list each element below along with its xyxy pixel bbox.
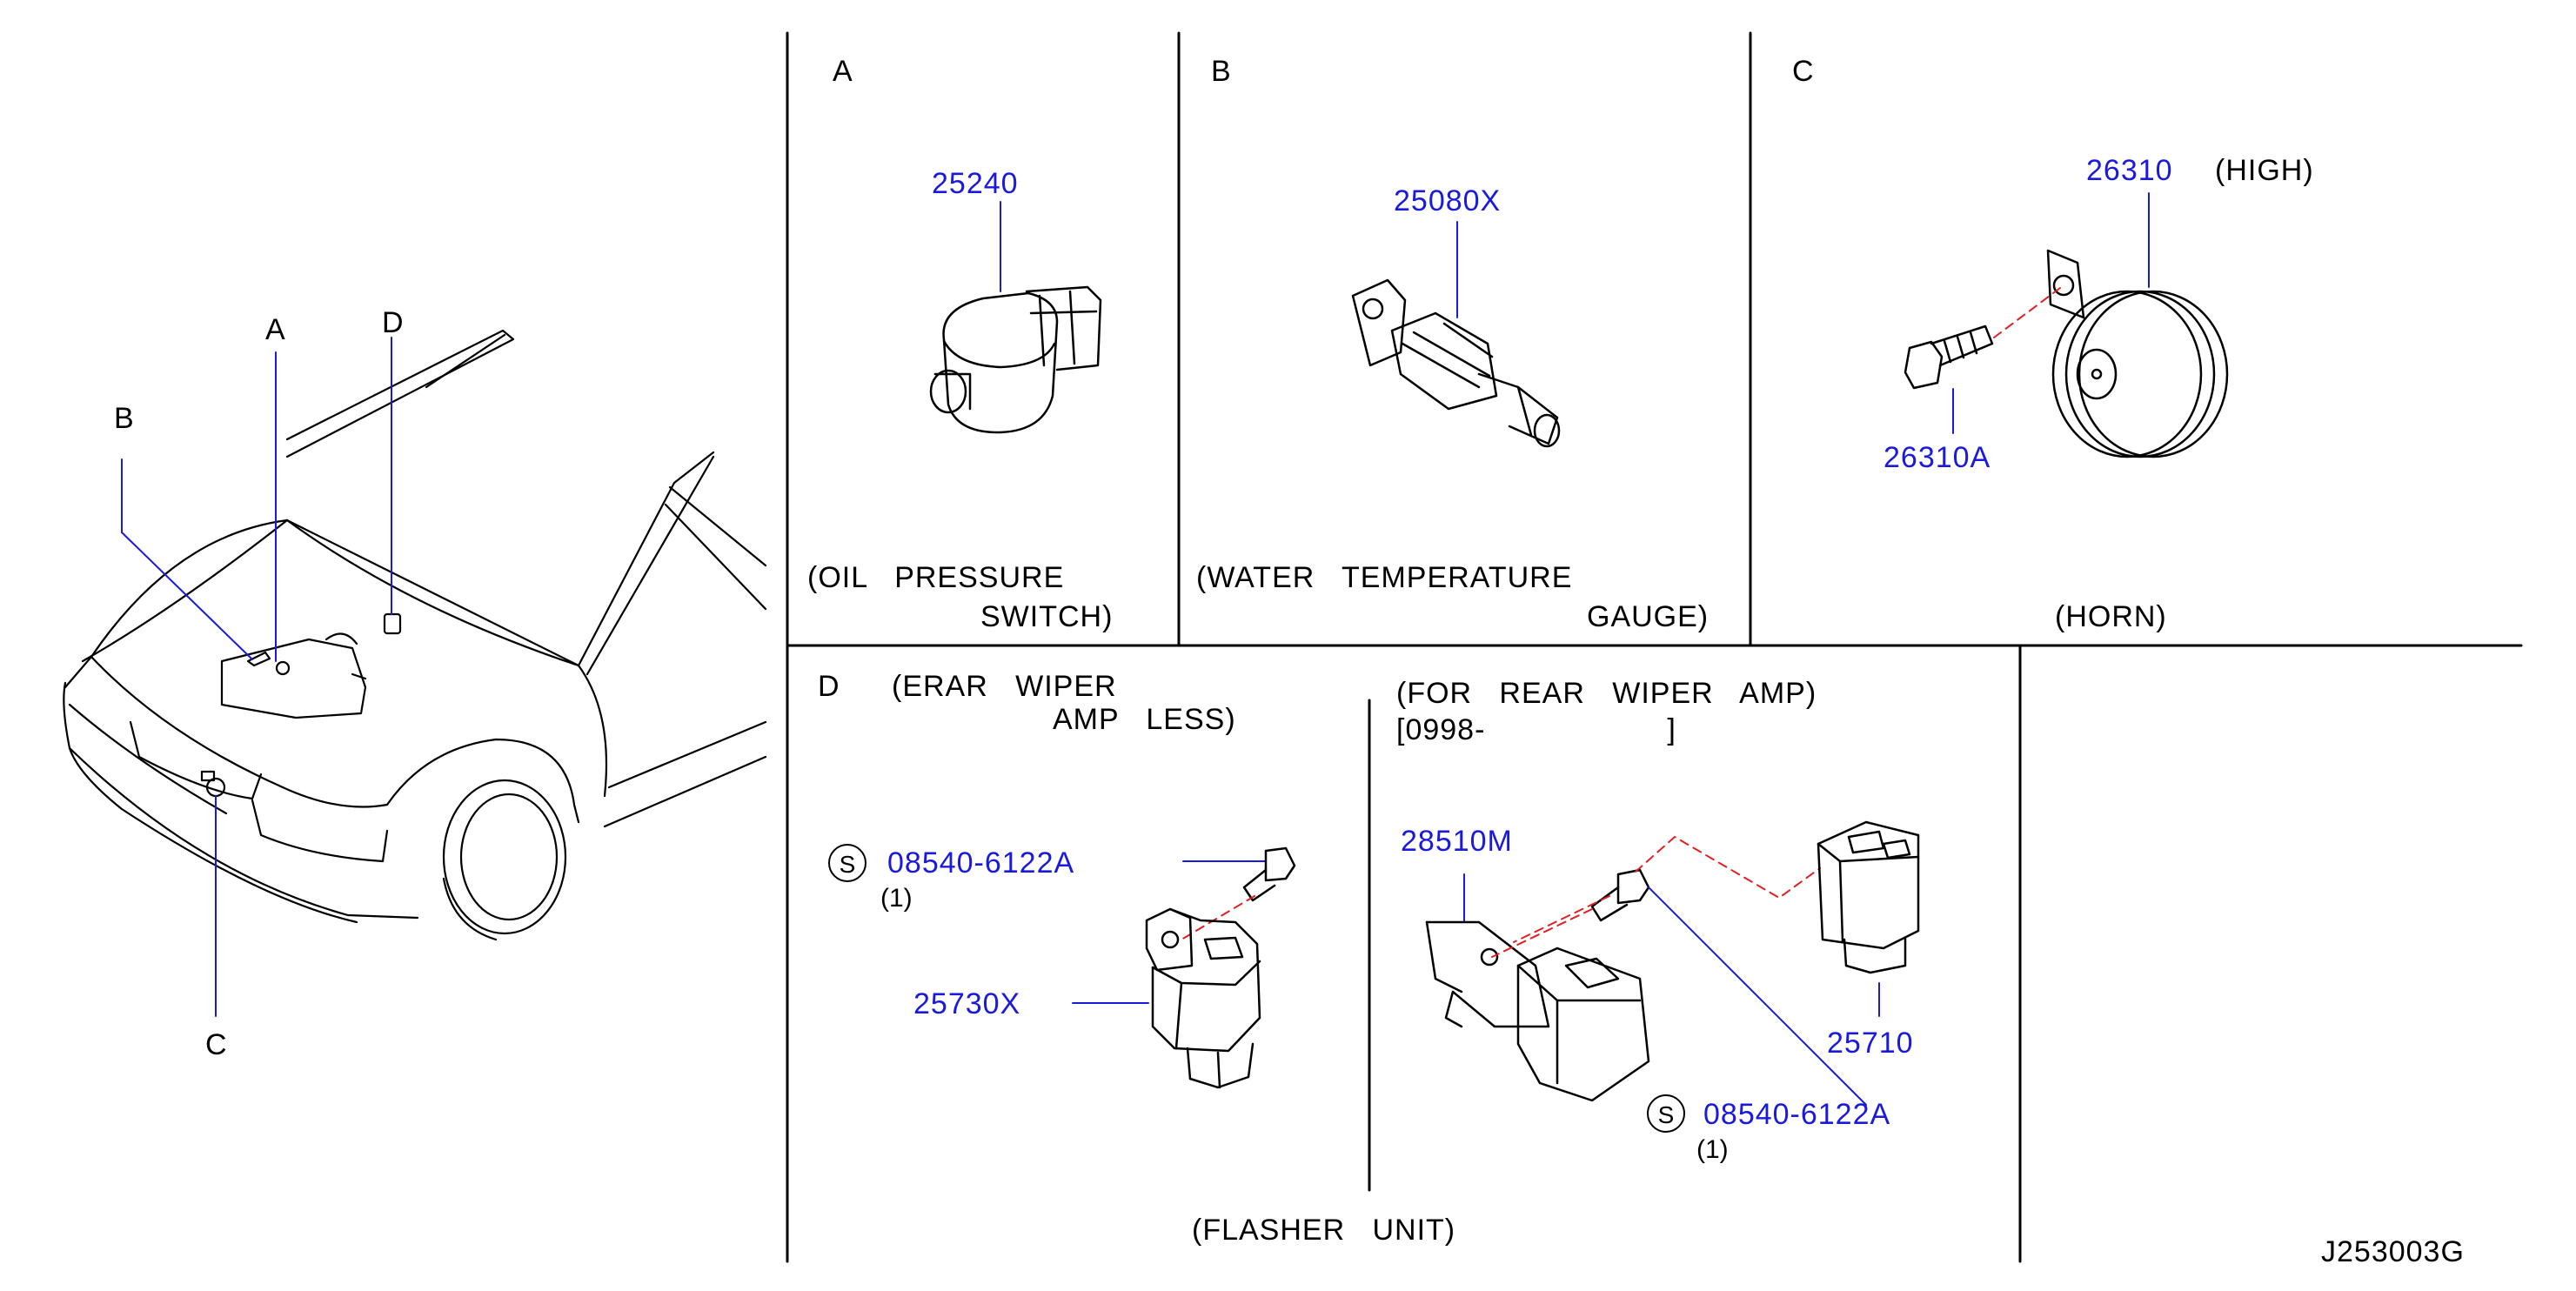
rear-wiper-amp-drawing (1425, 820, 1920, 1106)
part-number-rear-wiper-amp[interactable]: 25710 (1827, 1027, 1914, 1060)
panel-b-letter: B (1211, 55, 1232, 88)
panel-a-caption-line1: (OIL PRESSURE (807, 561, 1065, 594)
overview-leaders (121, 337, 392, 1017)
flasher-unit-drawing (1072, 846, 1296, 1089)
part-number-water-temp-gauge[interactable]: 25080X (1394, 184, 1502, 217)
screw-qty-rear: (1) (1696, 1135, 1729, 1164)
overview-marker-c[interactable]: C (205, 1028, 228, 1061)
panel-c-letter: C (1792, 55, 1815, 88)
panel-a-caption-line2: SWITCH) (980, 600, 1114, 633)
part-number-flasher-unit[interactable]: 25730X (913, 987, 1021, 1020)
water-temp-sender-drawing (1351, 221, 1561, 448)
screw-symbol-badge: S (828, 844, 866, 882)
rear-panel-title-line1: (FOR REAR WIPER AMP) (1396, 677, 1817, 710)
panel-dividers (786, 31, 2523, 1263)
part-number-horn[interactable]: 26310 (2086, 154, 2173, 187)
horn-variant-label: (HIGH) (2215, 154, 2314, 187)
flasher-unit-caption: (FLASHER UNIT) (1192, 1214, 1456, 1247)
overview-marker-b[interactable]: B (114, 402, 135, 435)
horn-drawing (1904, 192, 2229, 458)
overview-marker-d[interactable]: D (382, 306, 405, 339)
panel-a-letter: A (833, 55, 853, 88)
panel-c-caption: (HORN) (2055, 600, 2167, 633)
rear-panel-title-line2: [0998- ] (1396, 713, 1676, 746)
part-number-bracket[interactable]: 28510M (1401, 825, 1513, 858)
part-number-oil-pressure-switch[interactable]: 25240 (932, 167, 1019, 200)
screw-qty-d: (1) (880, 884, 913, 913)
panel-d-title-line1: (ERAR WIPER (892, 670, 1117, 703)
screw-symbol-badge-rear: S (1647, 1094, 1685, 1133)
part-number-screw-d[interactable]: 08540-6122A (887, 846, 1075, 880)
vehicle-overview-drawing (63, 329, 767, 941)
part-number-screw-rear[interactable]: 08540-6122A (1703, 1098, 1891, 1131)
part-number-horn-bolt[interactable]: 26310A (1883, 441, 1991, 474)
panel-b-caption-line2: GAUGE) (1587, 600, 1710, 633)
overview-marker-a[interactable]: A (265, 313, 286, 346)
panel-d-title-line2: AMP LESS) (1053, 703, 1236, 736)
oil-pressure-switch-drawing (929, 201, 1102, 434)
diagram-reference-code: J253003G (2321, 1235, 2465, 1268)
panel-b-caption-line1: (WATER TEMPERATURE (1196, 561, 1573, 594)
panel-d-letter: D (818, 670, 840, 703)
